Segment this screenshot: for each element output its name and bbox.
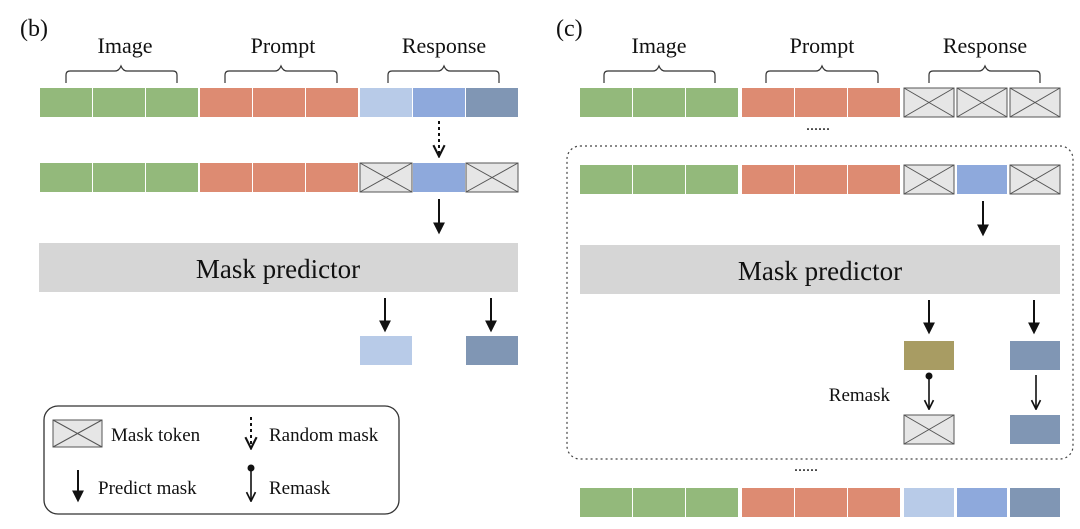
image-token (686, 88, 738, 117)
legend-frame (43, 405, 400, 515)
predicted-token (466, 336, 518, 365)
image-token (93, 163, 145, 192)
image-token (686, 488, 738, 517)
response-brace (387, 64, 500, 83)
mask-token (956, 87, 1008, 118)
response-token (413, 163, 465, 192)
response-token (957, 165, 1007, 194)
b-row-2 (40, 162, 519, 193)
response-token (957, 488, 1007, 517)
image-token (686, 165, 738, 194)
ellipsis-top: ...... (806, 117, 830, 134)
image-token (580, 488, 632, 517)
prompt-token (742, 88, 794, 117)
legend-remask-label: Remask (269, 478, 331, 499)
iteration-frame (566, 145, 1074, 460)
remask-label: Remask (829, 385, 891, 406)
image-group-label: Image (632, 33, 687, 58)
image-brace (603, 64, 716, 83)
mask-predictor-label: Mask predictor (738, 256, 902, 286)
legend: Mask token Random mask Predict mask Rema… (43, 405, 400, 515)
response-group-label: Response (943, 33, 1027, 58)
panel-c: (c) Image Prompt Response (556, 16, 1074, 517)
prompt-token (795, 165, 847, 194)
image-token (40, 88, 92, 117)
mask-predictor-box (39, 243, 518, 292)
predicted-token (360, 336, 412, 365)
image-token (633, 488, 685, 517)
prompt-brace (765, 64, 879, 83)
response-group-label: Response (402, 33, 486, 58)
prompt-token (200, 88, 252, 117)
response-token (360, 88, 412, 117)
image-token (580, 165, 632, 194)
prompt-token (848, 488, 900, 517)
image-token (146, 163, 198, 192)
image-brace (65, 64, 178, 83)
mask-token (465, 162, 519, 193)
c-row-final (580, 488, 1060, 517)
legend-mask-token-label: Mask token (111, 425, 201, 446)
response-token (1010, 488, 1060, 517)
prompt-token (253, 163, 305, 192)
mask-token (903, 87, 955, 118)
image-token (146, 88, 198, 117)
panel-c-label: (c) (556, 16, 583, 42)
c-row-2 (580, 164, 1061, 195)
prompt-token (306, 88, 358, 117)
prompt-token (848, 88, 900, 117)
ellipsis-bottom: ...... (794, 458, 818, 475)
prompt-brace (224, 64, 338, 83)
image-token (40, 163, 92, 192)
legend-random-mask-label: Random mask (269, 425, 379, 446)
mask-token (903, 164, 955, 195)
response-token (413, 88, 465, 117)
prompt-token (200, 163, 252, 192)
prompt-token (848, 165, 900, 194)
image-token (633, 165, 685, 194)
legend-remask-icon (248, 464, 255, 501)
mask-token (1009, 87, 1061, 118)
image-token (633, 88, 685, 117)
panel-b-label: (b) (20, 16, 48, 42)
response-brace (928, 64, 1041, 83)
panel-b: (b) Image Prompt Response (20, 16, 519, 365)
prompt-token (253, 88, 305, 117)
mask-token (1009, 164, 1061, 195)
response-token (466, 88, 518, 117)
remask-arrow (926, 372, 933, 409)
b-row-1 (40, 88, 518, 117)
mask-token (903, 414, 955, 445)
prompt-token (742, 165, 794, 194)
prompt-token (306, 163, 358, 192)
predicted-token (1010, 341, 1060, 370)
c-row-1 (580, 87, 1061, 118)
mask-token (359, 162, 413, 193)
predicted-token (1010, 415, 1060, 444)
prompt-group-label: Prompt (790, 33, 855, 58)
image-token (580, 88, 632, 117)
prompt-token (795, 88, 847, 117)
mask-predictor-label: Mask predictor (196, 254, 360, 284)
image-group-label: Image (98, 33, 153, 58)
legend-predict-mask-label: Predict mask (98, 478, 197, 499)
prompt-token (742, 488, 794, 517)
mask-predictor-box (580, 245, 1060, 294)
prompt-group-label: Prompt (251, 33, 316, 58)
image-token (93, 88, 145, 117)
response-token (904, 488, 954, 517)
low-confidence-token (904, 341, 954, 370)
legend-mask-token-swatch (52, 419, 103, 448)
prompt-token (795, 488, 847, 517)
